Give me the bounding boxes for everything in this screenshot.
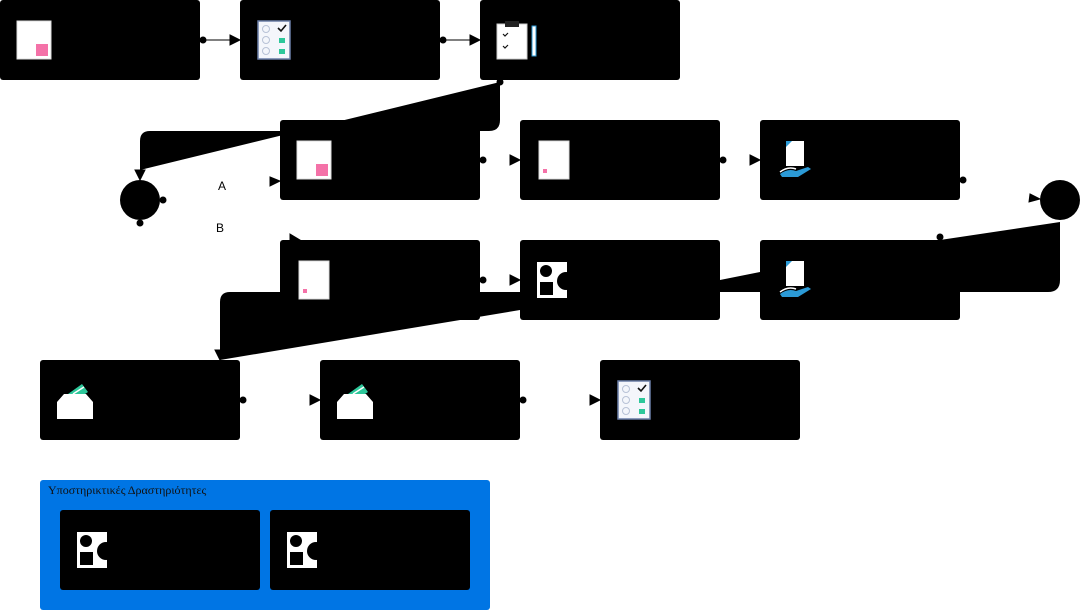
- task-node-10[interactable]: [40, 360, 240, 440]
- shapes-icon: [77, 532, 115, 568]
- branch-label-b: B: [216, 221, 225, 235]
- flow-gateway-b-start: [136, 219, 144, 227]
- hand-document-icon: [779, 141, 811, 177]
- branch-label-a: A: [218, 179, 227, 193]
- exclusive-gateway-merge[interactable]: [1040, 180, 1080, 220]
- hand-document-icon: [779, 261, 811, 297]
- task-node-12[interactable]: [600, 360, 800, 440]
- flow-n1-n2-start: [199, 36, 207, 44]
- flow-n4-n5-start: [479, 156, 487, 164]
- paper-icon: [298, 260, 330, 300]
- exclusive-gateway-split[interactable]: [120, 180, 160, 220]
- support-activities-pool: Υποστηρικτικές Δραστηριότητες: [40, 480, 490, 610]
- flow-n7-n10-arrow: [214, 349, 226, 362]
- flow-n7-n8-arrow: [509, 274, 522, 286]
- paper-icon: [538, 140, 570, 180]
- flow-n6-gateway2-start: [959, 176, 967, 184]
- flow-n2-n3-arrow: [469, 34, 482, 46]
- flow-n11-n12-arrow: [589, 394, 602, 406]
- ballot-box-icon: [337, 384, 373, 419]
- task-node-5[interactable]: [520, 120, 720, 200]
- checklist-icon: [617, 380, 651, 420]
- document-icon: [296, 140, 332, 180]
- task-node-11[interactable]: [320, 360, 520, 440]
- task-node-1[interactable]: [0, 0, 200, 80]
- pool-title: Υποστηρικτικές Δραστηριότητες: [48, 483, 207, 497]
- flow-n7-n8-start: [479, 276, 487, 284]
- support-task-2[interactable]: [270, 510, 470, 590]
- flow-n4-n5-arrow: [509, 154, 522, 166]
- task-node-9[interactable]: [760, 240, 960, 320]
- flow-n11-n12-start: [519, 396, 527, 404]
- flow-n1-n2-arrow: [229, 34, 242, 46]
- document-icon: [16, 20, 52, 60]
- task-node-7[interactable]: [280, 240, 480, 320]
- flow-n10-n11-start: [239, 396, 247, 404]
- flow-n5-n6-arrow: [749, 154, 762, 166]
- shapes-icon: [537, 262, 575, 298]
- task-node-6[interactable]: [760, 120, 960, 200]
- task-node-4[interactable]: [280, 120, 480, 200]
- flow-n3-gateway1-arrow: [134, 169, 146, 182]
- flow-gateway-a-start: [159, 196, 167, 204]
- flow-n8-n9: [720, 272, 760, 292]
- shapes-icon: [287, 532, 325, 568]
- task-node-3[interactable]: [480, 0, 680, 80]
- task-node-2[interactable]: [240, 0, 440, 80]
- checklist-icon: [257, 20, 291, 60]
- task-node-8[interactable]: [520, 240, 720, 320]
- flow-gateway2-return: [940, 222, 1060, 292]
- flow-n6-gateway2-arrow: [1028, 193, 1042, 203]
- flow-gateway-a-arrow: [269, 176, 282, 187]
- clipboard-pencil-icon: [496, 21, 537, 60]
- flow-n5-n6-start: [719, 156, 727, 164]
- ballot-box-icon: [57, 384, 93, 419]
- flow-n10-n11-arrow: [309, 394, 322, 406]
- support-task-1[interactable]: [60, 510, 260, 590]
- flow-n2-n3-start: [439, 36, 447, 44]
